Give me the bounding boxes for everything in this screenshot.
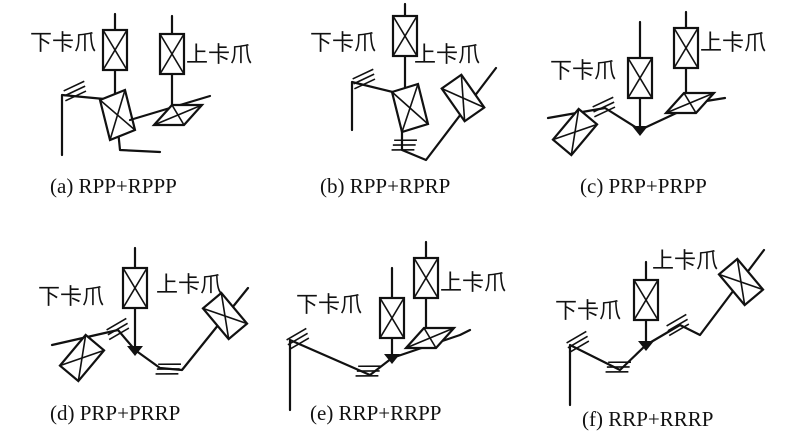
upper-jaw-label-f: 上卡爪 (652, 249, 718, 274)
upper-jaw-label-d: 上卡爪 (156, 273, 222, 298)
caption-f: (f) RRP+RRRP (582, 407, 713, 431)
panel-f: 下卡爪 上卡爪 (f) RRP+RRRP (555, 248, 766, 431)
caption-c: (c) PRP+PRPP (580, 174, 707, 198)
panel-a: 下卡爪 上卡爪 (a) RPP+RPPP (30, 12, 252, 198)
mechanism-diagram-b (350, 2, 498, 162)
caption-d: (d) PRP+PRRP (50, 401, 180, 425)
caption-e: (e) RRP+RRPP (310, 401, 441, 425)
lower-jaw-label-d: 下卡爪 (38, 285, 104, 310)
mechanism-diagram-d (50, 246, 250, 383)
mechanism-diagram-a (60, 12, 212, 157)
panel-d: 下卡爪 上卡爪 (d) PRP+PRRP (38, 246, 250, 425)
upper-jaw-label-e: 上卡爪 (440, 271, 506, 296)
upper-jaw-label-b: 上卡爪 (414, 43, 480, 68)
panel-c: 下卡爪 上卡爪 (c) PRP+PRPP (546, 10, 766, 198)
upper-jaw-label-a: 上卡爪 (186, 43, 252, 68)
mechanism-diagram-e (284, 240, 472, 412)
panel-b: 下卡爪 上卡爪 (b) RPP+RPRP (310, 2, 498, 198)
lower-jaw-label-e: 下卡爪 (296, 293, 362, 318)
lower-jaw-label-b: 下卡爪 (310, 31, 376, 56)
caption-a: (a) RPP+RPPP (50, 174, 177, 198)
caption-b: (b) RPP+RPRP (320, 174, 450, 198)
upper-jaw-label-c: 上卡爪 (700, 31, 766, 56)
panel-e: 下卡爪 上卡爪 (e) RRP+RRPP (284, 240, 506, 425)
mechanism-diagram-c (546, 10, 727, 157)
lower-jaw-label-a: 下卡爪 (30, 31, 96, 56)
mechanism-diagram-f (564, 248, 766, 407)
lower-jaw-label-c: 下卡爪 (550, 59, 616, 84)
lower-jaw-label-f: 下卡爪 (555, 299, 621, 324)
